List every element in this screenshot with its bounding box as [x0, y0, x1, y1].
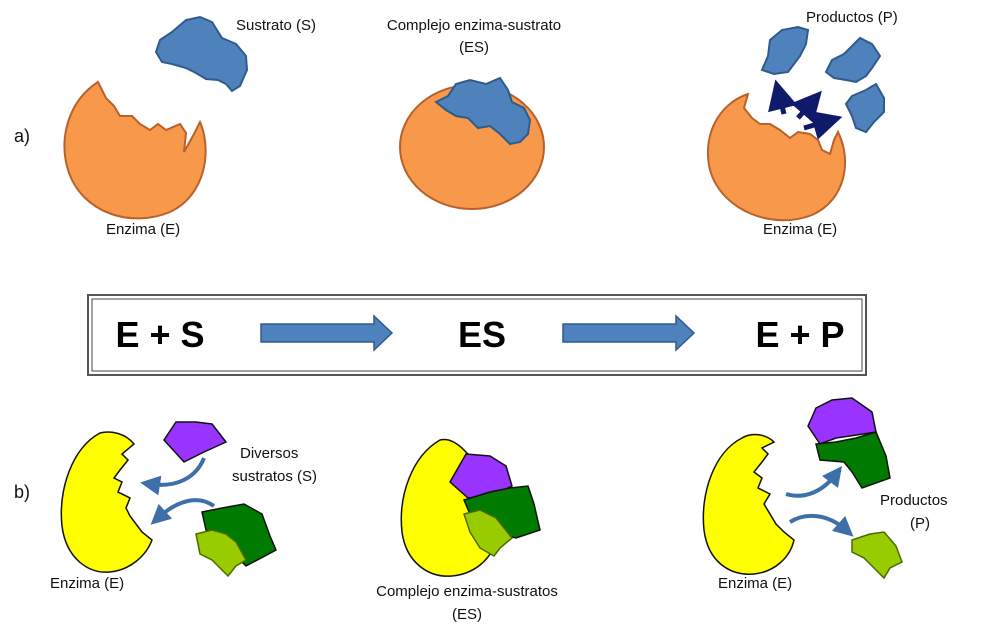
product-arrow-2 — [790, 90, 822, 124]
complex-lightgreen-b — [463, 509, 514, 557]
part-a-marker: a) — [14, 126, 30, 146]
products-label-b-line1: Productos — [880, 492, 948, 509]
curve-arrow-b-4 — [788, 513, 854, 537]
product-lightgreen-b — [851, 531, 903, 580]
substrates-label-line1: Diversos — [240, 445, 298, 462]
substrate-shape-a — [154, 15, 249, 93]
product-piece-1 — [760, 25, 810, 76]
enzyme-label-b-left: Enzima (E) — [50, 575, 124, 592]
substrate-lightgreen-b — [195, 529, 248, 578]
complex-label-a-line1: Complejo enzima-sustrato — [387, 17, 561, 34]
complex-label-b-line2: (ES) — [452, 606, 482, 623]
enzyme-shape-a-left — [63, 80, 207, 220]
product-purple-b — [807, 397, 877, 445]
curve-arrow-b-2 — [150, 498, 216, 525]
equation-arrow-2 — [562, 314, 696, 352]
substrate-purple-b — [163, 421, 228, 463]
product-arrow-1 — [768, 79, 798, 115]
substrates-label-line2: sustratos (S) — [232, 468, 317, 485]
enzyme-shape-b-right — [702, 433, 795, 575]
enzyme-shape-b-left — [60, 431, 153, 573]
product-piece-2 — [824, 36, 882, 84]
curve-arrow-b-3 — [785, 466, 843, 498]
enzyme-label-b-right: Enzima (E) — [718, 575, 792, 592]
substrate-label: Sustrato (S) — [236, 17, 316, 34]
part-b-marker: b) — [14, 482, 30, 502]
complex-label-b-line1: Complejo enzima-sustratos — [376, 583, 558, 600]
equation-box-inner — [91, 298, 863, 372]
enzyme-label-left: Enzima (E) — [106, 221, 180, 238]
equation-right: E + P — [755, 314, 844, 355]
product-arrow-3 — [803, 110, 843, 140]
complex-label-a-line2: (ES) — [459, 39, 489, 56]
product-piece-3 — [844, 82, 885, 134]
products-label-b-line2: (P) — [910, 515, 930, 532]
substrate-in-complex-a — [434, 76, 532, 146]
equation-left: E + S — [115, 314, 204, 355]
equation-arrow-1 — [260, 314, 394, 352]
product-green-b — [815, 431, 891, 489]
enzyme-shape-a-right — [706, 92, 846, 222]
products-label-a: Productos (P) — [806, 9, 898, 26]
equation-middle: ES — [458, 314, 506, 355]
curve-arrow-b-1 — [140, 457, 206, 496]
enzyme-label-right: Enzima (E) — [763, 221, 837, 238]
